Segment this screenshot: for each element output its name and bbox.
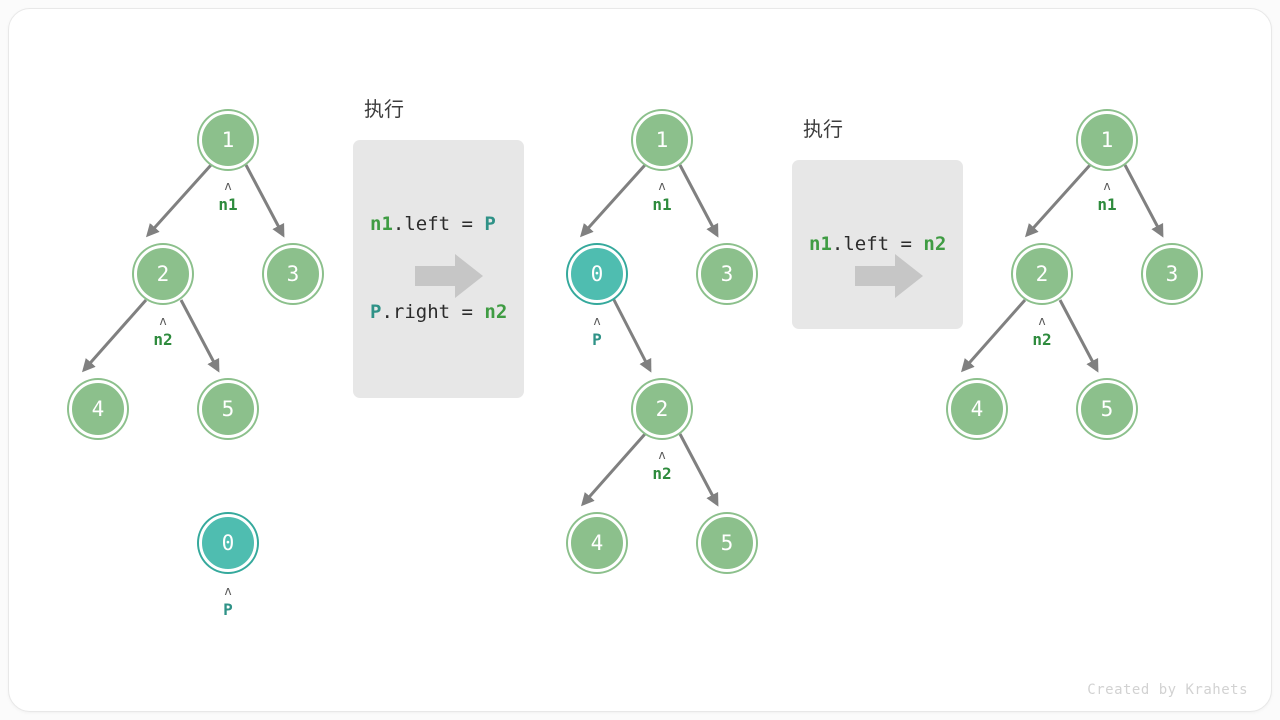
code-line: P.right = n2 [370,298,507,327]
tree-node-before-2[interactable]: 2 [134,245,192,303]
pointer-label-text: n2 [153,330,173,349]
code-token: P [484,212,496,235]
code-token: n2 [923,232,947,255]
tree-node-before-4[interactable]: 4 [69,380,127,438]
pointer-label-text: n1 [652,195,672,214]
code-token: n2 [484,301,508,324]
pointer-label-before-n1: ʌ n1 [193,180,263,213]
pointer-label-middle-n1: ʌ n1 [627,180,697,213]
caret-icon: ʌ [658,448,666,462]
tree-node-before-5[interactable]: 5 [199,380,257,438]
caret-icon: ʌ [159,314,167,328]
pointer-label-after-n2: ʌ n2 [1007,315,1077,348]
tree-node-middle-3[interactable]: 3 [698,245,756,303]
code-token: n1 [809,232,832,255]
pointer-label-text: n1 [218,195,238,214]
tree-node-middle-2[interactable]: 2 [633,380,691,438]
pointer-label-text: P [592,330,602,349]
caret-icon: ʌ [593,314,601,328]
tree-node-before-3[interactable]: 3 [264,245,322,303]
step-2-code: n1.left = n2 [792,160,964,330]
step-1-title: 执行 [364,97,404,121]
code-line: n1.left = n2 [809,230,946,259]
caret-icon: ʌ [1038,314,1046,328]
caret-icon: ʌ [224,179,232,193]
code-token: P [370,301,382,324]
code-token: .left = [831,232,924,255]
tree-node-middle-5[interactable]: 5 [698,514,756,572]
pointer-label-after-n1: ʌ n1 [1072,180,1142,213]
transition-arrow-2 [855,252,925,305]
pointer-label-text: n2 [652,464,672,483]
code-token: n1 [370,212,393,235]
tree-node-middle-0[interactable]: 0 [568,245,626,303]
step-2-title: 执行 [803,117,843,141]
tree-node-after-5[interactable]: 5 [1078,380,1136,438]
code-token: .left = [392,212,485,235]
code-line: n1.left = P [370,210,507,239]
tree-node-after-4[interactable]: 4 [948,380,1006,438]
transition-arrow-1 [415,252,485,305]
pointer-label-text: n2 [1032,330,1052,349]
pointer-label-text: n1 [1097,195,1117,214]
tree-node-after-2[interactable]: 2 [1013,245,1071,303]
tree-node-before-1[interactable]: 1 [199,111,257,169]
pointer-label-text: P [223,600,233,619]
tree-node-after-1[interactable]: 1 [1078,111,1136,169]
pointer-label-middle-n2: ʌ n2 [627,449,697,482]
tree-node-after-3[interactable]: 3 [1143,245,1201,303]
tree-node-before-0[interactable]: 0 [199,514,257,572]
watermark: Created by Krahets [1087,682,1248,698]
pointer-label-before-n2: ʌ n2 [128,315,198,348]
tree-node-middle-4[interactable]: 4 [568,514,626,572]
tree-node-middle-1[interactable]: 1 [633,111,691,169]
caret-icon: ʌ [1103,179,1111,193]
code-token: .right = [381,301,485,324]
caret-icon: ʌ [658,179,666,193]
caret-icon: ʌ [224,584,232,598]
